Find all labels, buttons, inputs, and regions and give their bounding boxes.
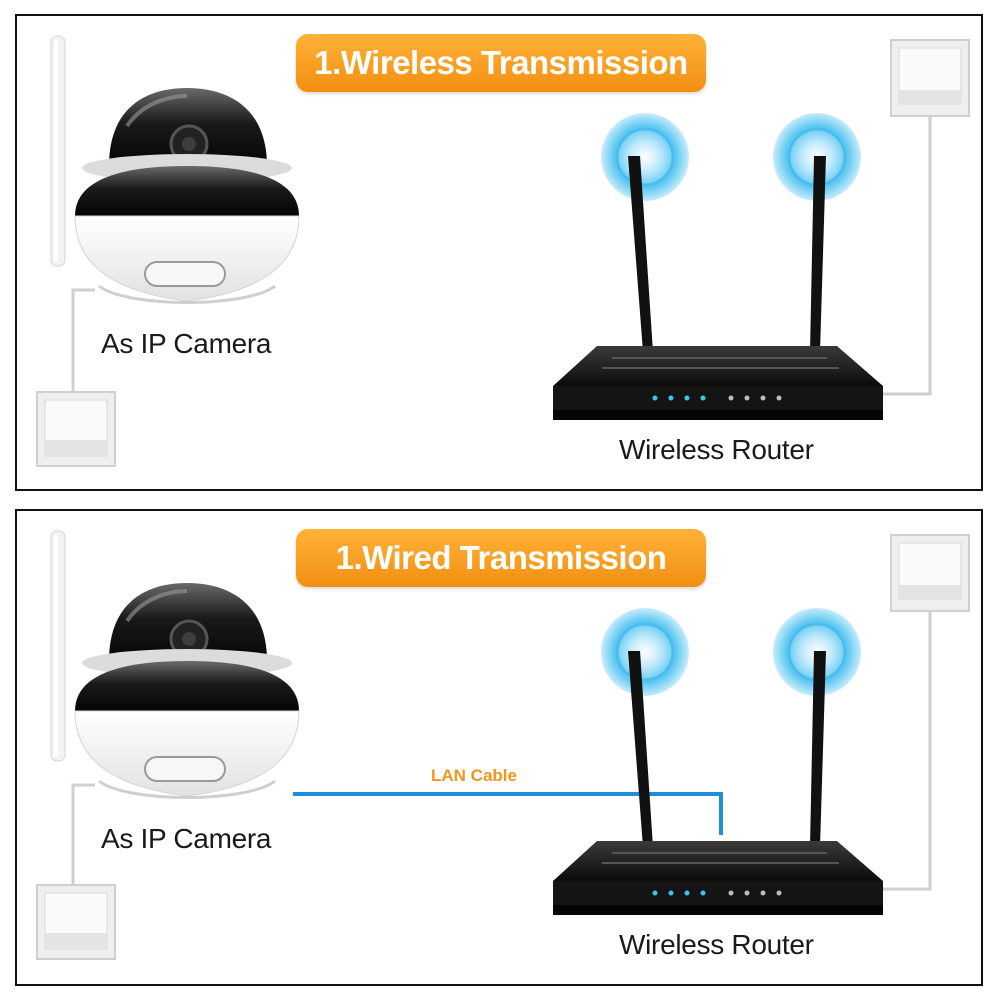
wifi-signal-icon — [601, 608, 689, 696]
router-power-socket — [883, 534, 970, 891]
panel-title: 1.Wired Transmission — [296, 529, 706, 587]
camera-label: As IP Camera — [101, 328, 272, 359]
wireless-transmission-panel: 1.Wireless Transmission As IP Camera Wir… — [15, 14, 983, 491]
router-antenna — [628, 156, 653, 352]
dome-camera — [74, 88, 300, 304]
dome-camera — [74, 583, 300, 799]
wireless-diagram-art — [36, 35, 970, 467]
router-label: Wireless Router — [619, 434, 814, 465]
camera-antenna — [50, 530, 66, 762]
wired-transmission-panel: 1.Wired Transmission LAN Cable As IP Cam… — [15, 509, 983, 986]
router-antenna — [810, 156, 826, 352]
wireless-router — [553, 346, 883, 420]
router-antenna — [810, 651, 826, 847]
lan-cable — [293, 792, 723, 835]
lan-cable-label: LAN Cable — [431, 766, 517, 785]
wireless-router — [553, 841, 883, 915]
camera-label: As IP Camera — [101, 823, 272, 854]
wifi-signal-icon — [601, 113, 689, 201]
router-power-socket — [883, 39, 970, 396]
router-label: Wireless Router — [619, 929, 814, 960]
camera-power-socket — [36, 288, 116, 467]
wired-diagram-art — [36, 530, 970, 960]
panel-title: 1.Wireless Transmission — [296, 34, 706, 92]
camera-power-socket — [36, 783, 116, 960]
camera-antenna — [50, 35, 66, 267]
router-antenna — [628, 651, 653, 847]
